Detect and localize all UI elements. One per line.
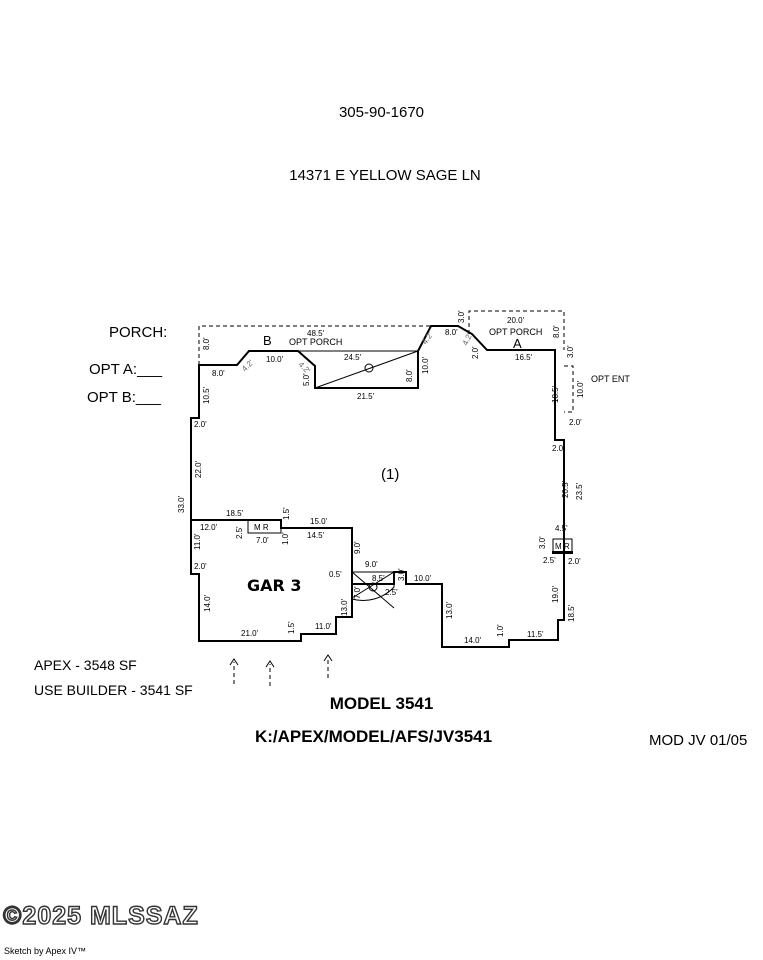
dim-label: 2.0'	[194, 420, 207, 429]
marker-a: A	[513, 336, 522, 351]
dim-label: 14.0'	[464, 636, 482, 645]
stair-line-b	[351, 571, 395, 599]
dim-label: 13.0'	[340, 598, 349, 616]
parcel-number: 305-90-1670	[338, 104, 425, 121]
property-address: 14371 E YELLOW SAGE LN	[289, 167, 481, 184]
dim-label: 10.0'	[266, 355, 284, 364]
file-path: K:/APEX/MODEL/AFS/JV3541	[254, 727, 493, 746]
dim-label: 12.0'	[200, 523, 218, 532]
marker-b: B	[263, 333, 272, 348]
porch-circle	[364, 363, 374, 373]
dim-label: 19.0'	[551, 585, 560, 603]
dim-label: 48.5'	[307, 329, 325, 338]
dim-label: 9.0'	[353, 541, 362, 554]
garage-outline	[190, 520, 353, 642]
dim-label: 18.5'	[567, 604, 576, 622]
dim-label: 11.0'	[315, 622, 332, 631]
dim-label: 8.0'	[552, 325, 561, 338]
stair-arc	[351, 571, 395, 601]
mr-left-label: M R	[254, 523, 269, 532]
entry-arrow	[323, 654, 333, 678]
dim-label: 8.0'	[405, 369, 414, 382]
dim-label: 2.0'	[568, 557, 581, 566]
dim-label: 11.0'	[193, 533, 202, 550]
dim-label: 7.0'	[353, 586, 362, 599]
dim-label: 2.0'	[569, 418, 582, 427]
room-1-label: (1)	[381, 466, 399, 483]
dim-label: 21.5'	[357, 392, 375, 401]
apex-square-footage: APEX - 3548 SF	[34, 657, 137, 673]
entry-arrow	[229, 658, 239, 684]
opt-entry-outline	[564, 365, 574, 413]
dim-label: 15.0'	[310, 517, 328, 526]
option-b-label: OPT B:___	[87, 389, 161, 406]
dim-label: 8.0'	[445, 328, 458, 337]
dim-label: 8.5'	[372, 574, 385, 583]
dim-label: 1.5'	[282, 507, 291, 520]
dim-label: 4.5'	[555, 524, 568, 533]
dim-label: 1.5'	[287, 621, 296, 634]
dim-label: 14.0'	[203, 594, 212, 612]
dim-label: 18.5'	[226, 509, 244, 518]
dim-label: 2.0'	[194, 562, 207, 571]
dim-label: 8.0'	[202, 337, 211, 350]
entry-arrow	[265, 660, 275, 686]
dim-label: 33.0'	[177, 495, 186, 513]
dim-label: 3.0'	[397, 568, 406, 581]
dim-label: 2.5'	[385, 588, 398, 597]
house-outline	[190, 325, 573, 648]
dim-label: 22.0'	[194, 460, 203, 478]
dim-label: 1.0'	[496, 624, 505, 637]
sketch-credit: Sketch by Apex IV™	[4, 946, 87, 956]
dim-label: 10.0'	[414, 574, 432, 583]
opt-porch-left-label: OPT PORCH	[289, 337, 342, 347]
dim-label: 2.5'	[543, 556, 556, 565]
dim-label: 20.0'	[507, 316, 525, 325]
dim-label: 8.0'	[212, 369, 225, 378]
dim-label: 10.5'	[202, 386, 211, 404]
dim-label: 18.5'	[551, 385, 560, 403]
porch-diagonal	[314, 350, 419, 389]
dim-label: 10.0'	[576, 380, 585, 398]
opt-entry-label: OPT ENT	[591, 374, 630, 384]
garage-label: GAR 3	[247, 576, 302, 595]
dim-label: 20.5'	[561, 480, 570, 498]
dim-label: 2.5'	[235, 526, 244, 539]
builder-square-footage: USE BUILDER - 3541 SF	[34, 682, 193, 698]
dim-label: 9.0'	[365, 560, 378, 569]
opt-porch-left-outline	[198, 325, 430, 365]
porch-option-label: PORCH:	[109, 324, 168, 341]
copyright-watermark: ©2025 MLSSAZ	[2, 901, 199, 930]
dim-label: 24.5'	[344, 353, 362, 362]
dim-label: 3.0'	[538, 536, 547, 549]
stair-circle	[368, 582, 378, 592]
dim-label: 10.0'	[421, 356, 430, 374]
modification-note: MOD JV 01/05	[649, 732, 748, 749]
dim-label: 11.5'	[527, 630, 544, 639]
opt-porch-right-label: OPT PORCH	[489, 327, 542, 337]
dim-label: 1.0'	[281, 532, 290, 545]
dim-label: 3.0'	[566, 345, 575, 358]
dim-label: 21.0'	[241, 629, 259, 638]
dim-label: 13.0'	[445, 601, 454, 619]
dim-label: 14.5'	[307, 531, 325, 540]
dim-label: 2.0'	[552, 444, 565, 453]
dim-label: 2.0'	[471, 346, 480, 359]
model-title: MODEL 3541	[329, 694, 434, 713]
dim-label: 0.5'	[329, 570, 342, 579]
option-a-label: OPT A:___	[89, 361, 163, 378]
mr-right-label: M R	[555, 542, 570, 551]
dim-label: 23.5'	[575, 482, 584, 500]
dim-label: 16.5'	[515, 353, 533, 362]
dim-label: 5.0'	[302, 373, 311, 386]
opt-porch-right-outline	[468, 310, 565, 350]
dim-label: 7.0'	[256, 536, 269, 545]
mr-box-left	[247, 519, 282, 534]
stair-line-a	[351, 571, 395, 609]
dim-label: 3.0'	[457, 310, 466, 323]
